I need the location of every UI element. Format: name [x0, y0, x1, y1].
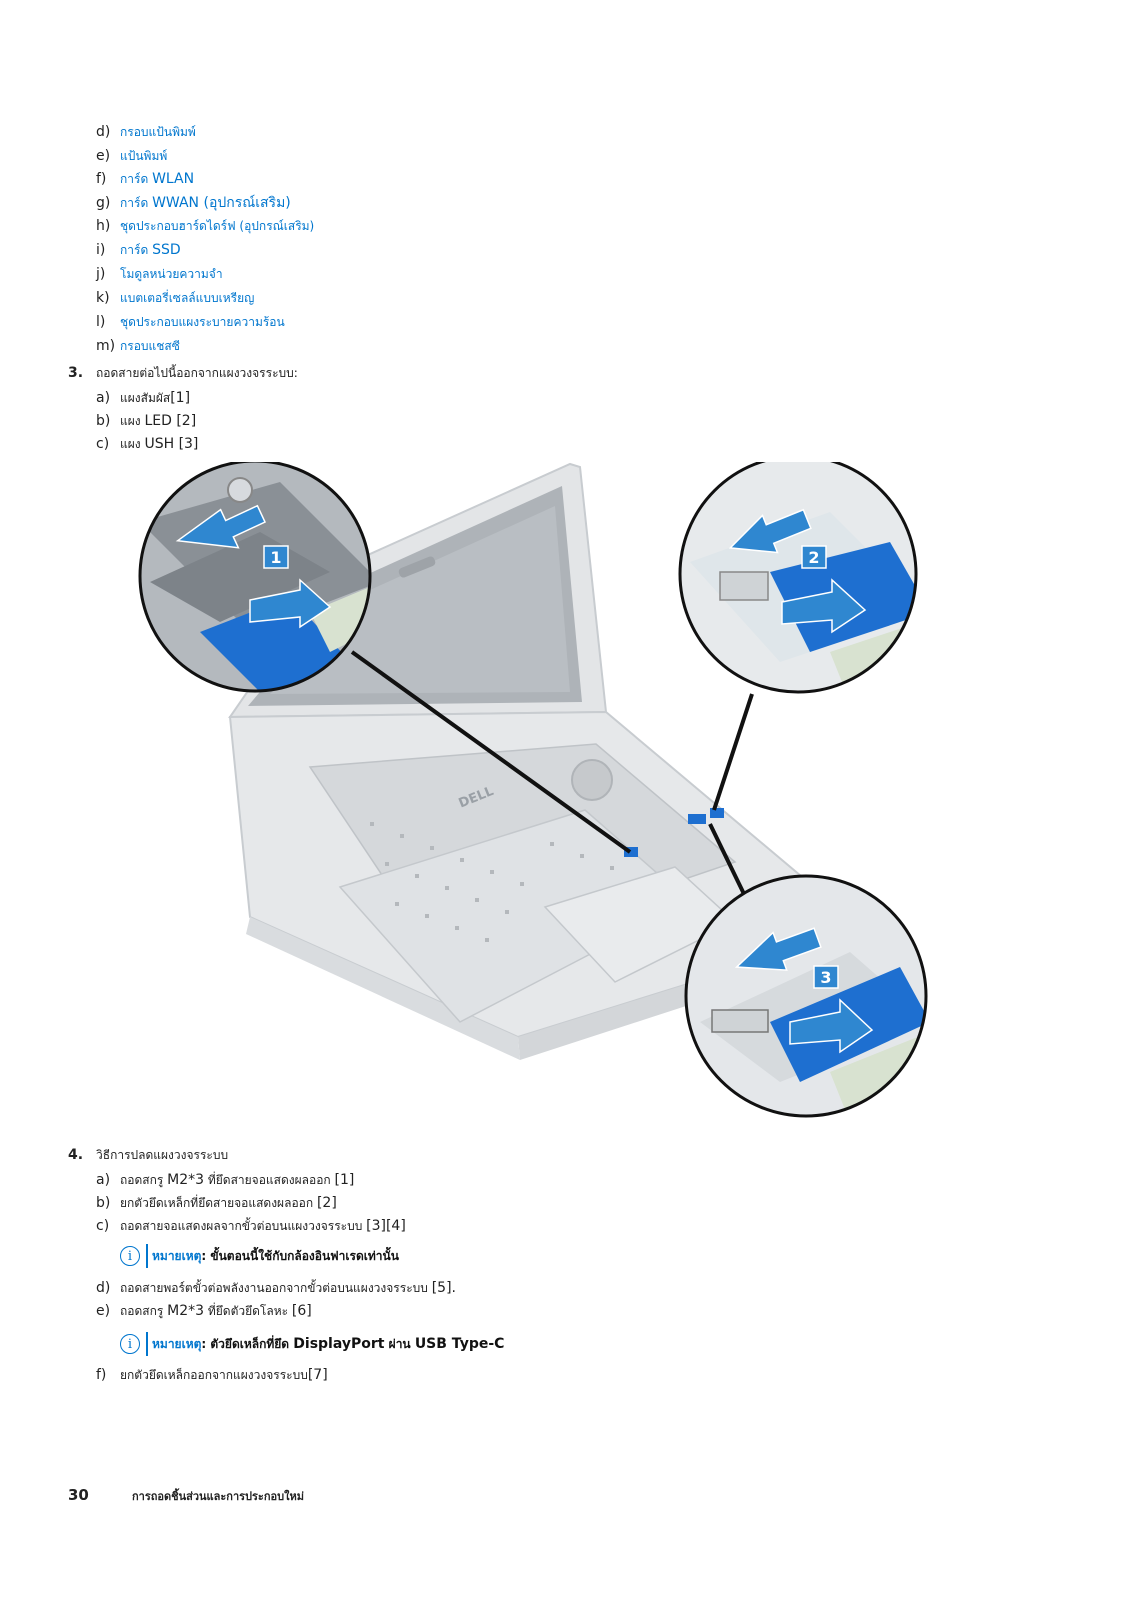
link-wlan-card[interactable]: การ์ด WLAN — [120, 171, 195, 187]
list-item: b) แผง LED [2] — [96, 413, 197, 429]
callout-label-2: 2 — [808, 548, 819, 567]
list-item: f) การ์ด WLAN — [96, 171, 195, 187]
list-item: a) แผงสัมผัส[1] — [96, 390, 191, 406]
link-wwan-card[interactable]: การ์ด WWAN (อุปกรณ์เสริม) — [120, 195, 291, 211]
list-item: e) แป้นพิมพ์ — [96, 148, 168, 164]
callout-label-1: 1 — [270, 548, 281, 567]
laptop-svg: DELL — [138, 454, 928, 1118]
link-memory-module[interactable]: โมดูลหน่วยความจำ — [120, 267, 223, 281]
laptop-base: DELL — [228, 710, 852, 1060]
link-coin-cell-battery[interactable]: แบตเตอรี่เซลล์แบบเหรียญ — [120, 291, 255, 305]
list-item: g) การ์ด WWAN (อุปกรณ์เสริม) — [96, 195, 291, 211]
callout-circle-2: 2 — [678, 454, 918, 694]
callout-circle-3: 3 — [684, 874, 928, 1118]
note-displayport: i หมายเหตุ : ตัวยึดเหล็กที่ยึด DisplayPo… — [120, 1332, 504, 1356]
laptop-illustration: DELL — [130, 454, 930, 1134]
list-item: d) กรอบแป้นพิมพ์ — [96, 124, 196, 140]
callout-circle-1: 1 — [138, 459, 372, 693]
info-icon: i — [120, 1246, 140, 1266]
list-item: j) โมดูลหน่วยความจำ — [96, 266, 223, 282]
list-item: m) กรอบแชสซี — [96, 338, 180, 354]
page-number: 30 — [68, 1486, 89, 1504]
step-3: 3. ถอดสายต่อไปนี้ออกจากแผงวงจรระบบ: — [68, 365, 298, 381]
leader-lines — [350, 650, 754, 895]
list-item: e) ถอดสกรู M2*3 ที่ยึดตัวยึดโลหะ [6] — [96, 1303, 312, 1319]
link-keyboard[interactable]: แป้นพิมพ์ — [120, 149, 168, 163]
list-item: a) ถอดสกรู M2*3 ที่ยึดสายจอแสดงผลออก [1] — [96, 1172, 355, 1188]
list-item: b) ยกตัวยึดเหล็กที่ยึดสายจอแสดงผลออก [2] — [96, 1195, 337, 1211]
info-icon: i — [120, 1334, 140, 1354]
link-hard-drive[interactable]: ชุดประกอบฮาร์ดไดร์ฟ (อุปกรณ์เสริม) — [120, 219, 315, 233]
list-item: c) ถอดสายจอแสดงผลจากขั้วต่อบนแผงวงจรระบบ… — [96, 1218, 406, 1234]
link-heatsink-assembly[interactable]: ชุดประกอบแผงระบายความร้อน — [120, 315, 285, 329]
link-ssd-card[interactable]: การ์ด SSD — [120, 242, 181, 258]
list-item: i) การ์ด SSD — [96, 242, 181, 258]
list-item: f) ยกตัวยึดเหล็กออกจากแผงวงจรระบบ[7] — [96, 1367, 328, 1383]
chapter-title: การถอดชิ้นส่วนและการประกอบใหม่ — [132, 1490, 304, 1503]
list-item: c) แผง USH [3] — [96, 436, 199, 452]
list-item: h) ชุดประกอบฮาร์ดไดร์ฟ (อุปกรณ์เสริม) — [96, 218, 315, 234]
step-4: 4. วิธีการปลดแผงวงจรระบบ — [68, 1147, 229, 1163]
note-ir-camera: i หมายเหตุ : ขั้นตอนนี้ใช้กับกล้องอินฟาเ… — [120, 1244, 399, 1268]
link-keyboard-lattice[interactable]: กรอบแป้นพิมพ์ — [120, 125, 196, 139]
page-footer: 30 การถอดชิ้นส่วนและการประกอบใหม่ — [68, 1486, 304, 1505]
list-item: l) ชุดประกอบแผงระบายความร้อน — [96, 314, 285, 330]
link-chassis-frame[interactable]: กรอบแชสซี — [120, 339, 180, 353]
list-item: d) ถอดสายพอร์ตขั้วต่อพลังงานออกจากขั้วต่… — [96, 1280, 456, 1296]
list-item: k) แบตเตอรี่เซลล์แบบเหรียญ — [96, 290, 255, 306]
callout-label-3: 3 — [820, 968, 831, 987]
